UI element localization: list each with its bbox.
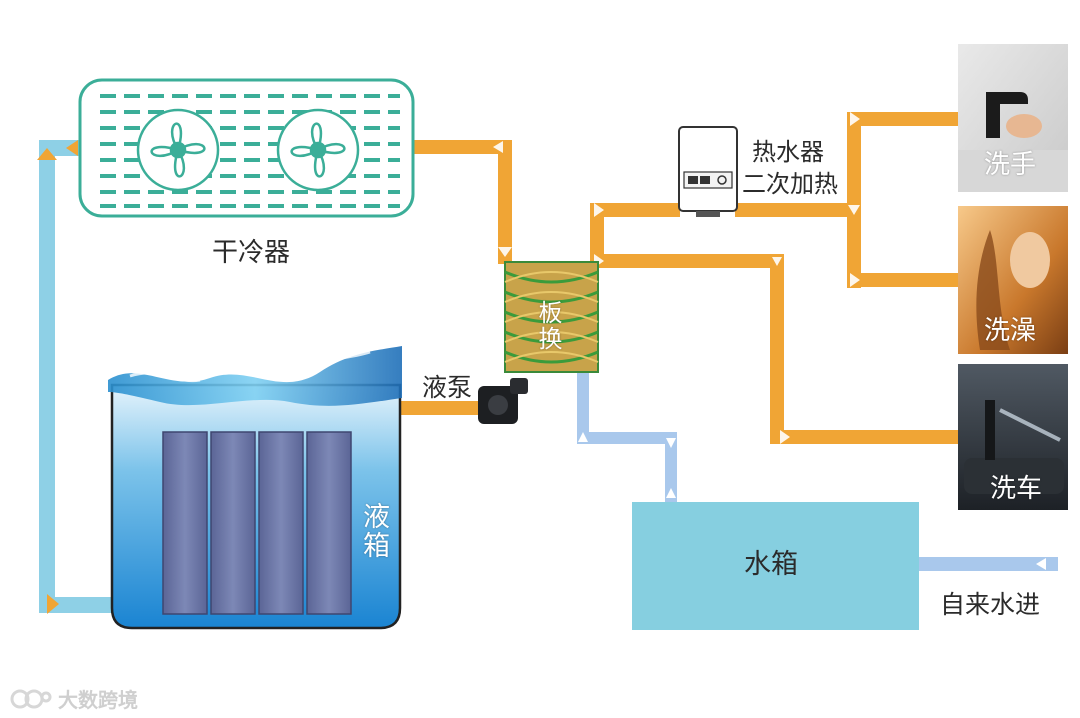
pump-icon — [478, 378, 528, 424]
tap-water-label: 自来水进 — [940, 590, 1041, 619]
water-heater-label-2: 二次加热 — [742, 170, 838, 198]
fan-icon — [136, 108, 220, 192]
watermark: 大数跨境 — [8, 684, 138, 713]
water-tank — [632, 502, 919, 630]
faucet-photo — [958, 44, 1068, 192]
hot-pipes — [398, 112, 960, 444]
car-wash-photo — [958, 364, 1068, 510]
water-heater-label-1: 热水器 — [752, 138, 824, 166]
watermark-text: 大数跨境 — [58, 688, 138, 712]
pump-label: 液泵 — [422, 373, 473, 402]
dry-cooler-label: 干冷器 — [212, 238, 291, 268]
fan-icon — [276, 108, 360, 192]
water-heater-icon — [678, 126, 738, 217]
return-pipe-arrows — [578, 432, 1046, 570]
plate-heat-exchanger — [504, 261, 599, 373]
wash-hands-label: 洗手 — [984, 150, 1037, 180]
cold-loop-arrows — [37, 140, 78, 614]
hot-pipe-arrows — [493, 112, 860, 444]
shower-photo — [958, 206, 1068, 354]
liquid-tank-label: 液箱 — [358, 502, 389, 560]
watermark-logo-icon — [10, 689, 52, 708]
server-modules — [162, 431, 352, 615]
shower-label: 洗澡 — [984, 316, 1037, 346]
dry-cooler — [78, 78, 415, 218]
return-pipes — [577, 372, 1058, 571]
water-tank-label: 水箱 — [744, 549, 798, 580]
liquid-tank — [108, 346, 402, 630]
wave-icon — [108, 346, 402, 406]
plate-hx-label: 板换 — [534, 300, 562, 352]
car-wash-label: 洗车 — [990, 474, 1043, 504]
